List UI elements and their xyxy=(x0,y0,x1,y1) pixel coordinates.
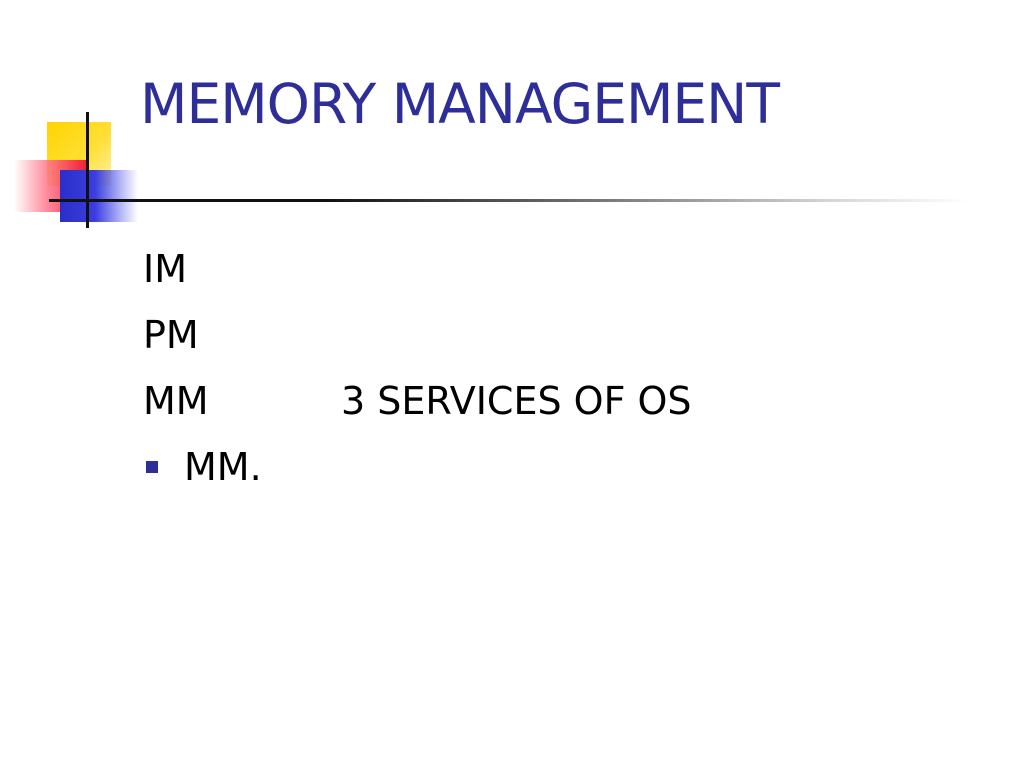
bullet-item: MM. xyxy=(143,434,692,500)
body-line-im: IM xyxy=(143,247,187,291)
logo-blue-square xyxy=(60,170,138,222)
title-underline xyxy=(49,199,969,202)
square-bullet-icon xyxy=(146,461,158,473)
body-line-mm-label: MM xyxy=(143,379,209,423)
body-line-mm: MM 3 SERVICES OF OS xyxy=(143,368,692,434)
logo-vertical-line xyxy=(86,112,89,228)
body-line-pm: PM xyxy=(143,313,199,357)
slide-body: IM PM MM 3 SERVICES OF OS MM. xyxy=(143,236,692,500)
slide-title: MEMORY MANAGEMENT xyxy=(140,72,780,136)
bullet-item-text: MM. xyxy=(184,445,262,489)
colored-squares-logo xyxy=(0,0,150,240)
body-line-services: 3 SERVICES OF OS xyxy=(341,379,692,423)
